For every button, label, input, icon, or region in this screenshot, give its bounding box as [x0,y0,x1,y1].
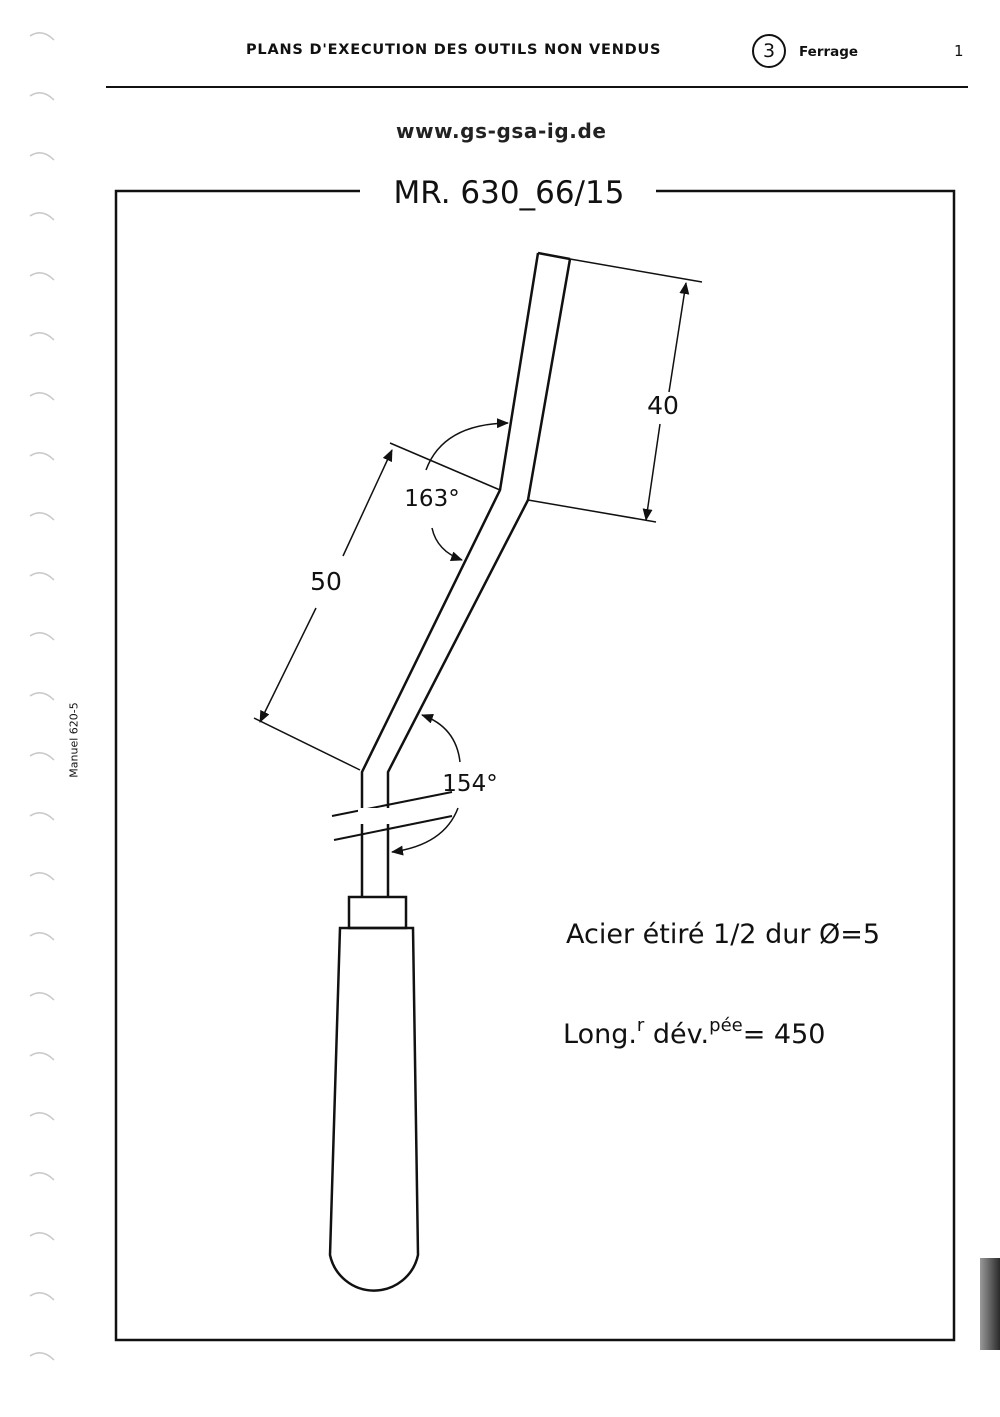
shaft-break-lines [331,791,453,841]
header-divider [106,86,968,88]
section-number-badge: 3 [752,34,786,68]
page-number: 1 [954,42,964,60]
dimension-50-label: 50 [310,567,342,596]
angle-163-arc [425,418,509,561]
length-note-value: = 450 [743,1019,826,1050]
dimension-40-label: 40 [647,391,679,420]
scan-edge-shadow [980,1258,1000,1350]
drawing-frame [114,189,956,1342]
angle-163-label: 163° [404,486,459,512]
website-watermark: www.gs-gsa-ig.de [396,119,607,143]
developed-length-note: Long.r dév.pée= 450 [563,1015,825,1050]
material-note: Acier étiré 1/2 dur Ø=5 [566,919,880,950]
length-note-base: Long. [563,1019,637,1050]
section-label: Ferrage [799,44,859,60]
binder-hole-marks [29,32,55,1361]
length-note-superscript-1: r [637,1015,645,1036]
angle-154-label: 154° [442,771,497,797]
shaft-break-gap [358,808,392,824]
tool-rod [360,251,572,897]
dimension-40 [527,258,703,523]
length-note-middle: dév. [644,1019,709,1050]
length-note-superscript-2: pée [709,1015,743,1036]
section-number: 3 [762,40,776,62]
page-header-title: PLANS D'EXECUTION DES OUTILS NON VENDUS [246,42,662,58]
drawing-title: MR. 630_66/15 [394,175,625,211]
angle-154-arc [391,713,461,856]
dimension-50 [253,442,501,771]
tool-handle [328,895,420,1292]
